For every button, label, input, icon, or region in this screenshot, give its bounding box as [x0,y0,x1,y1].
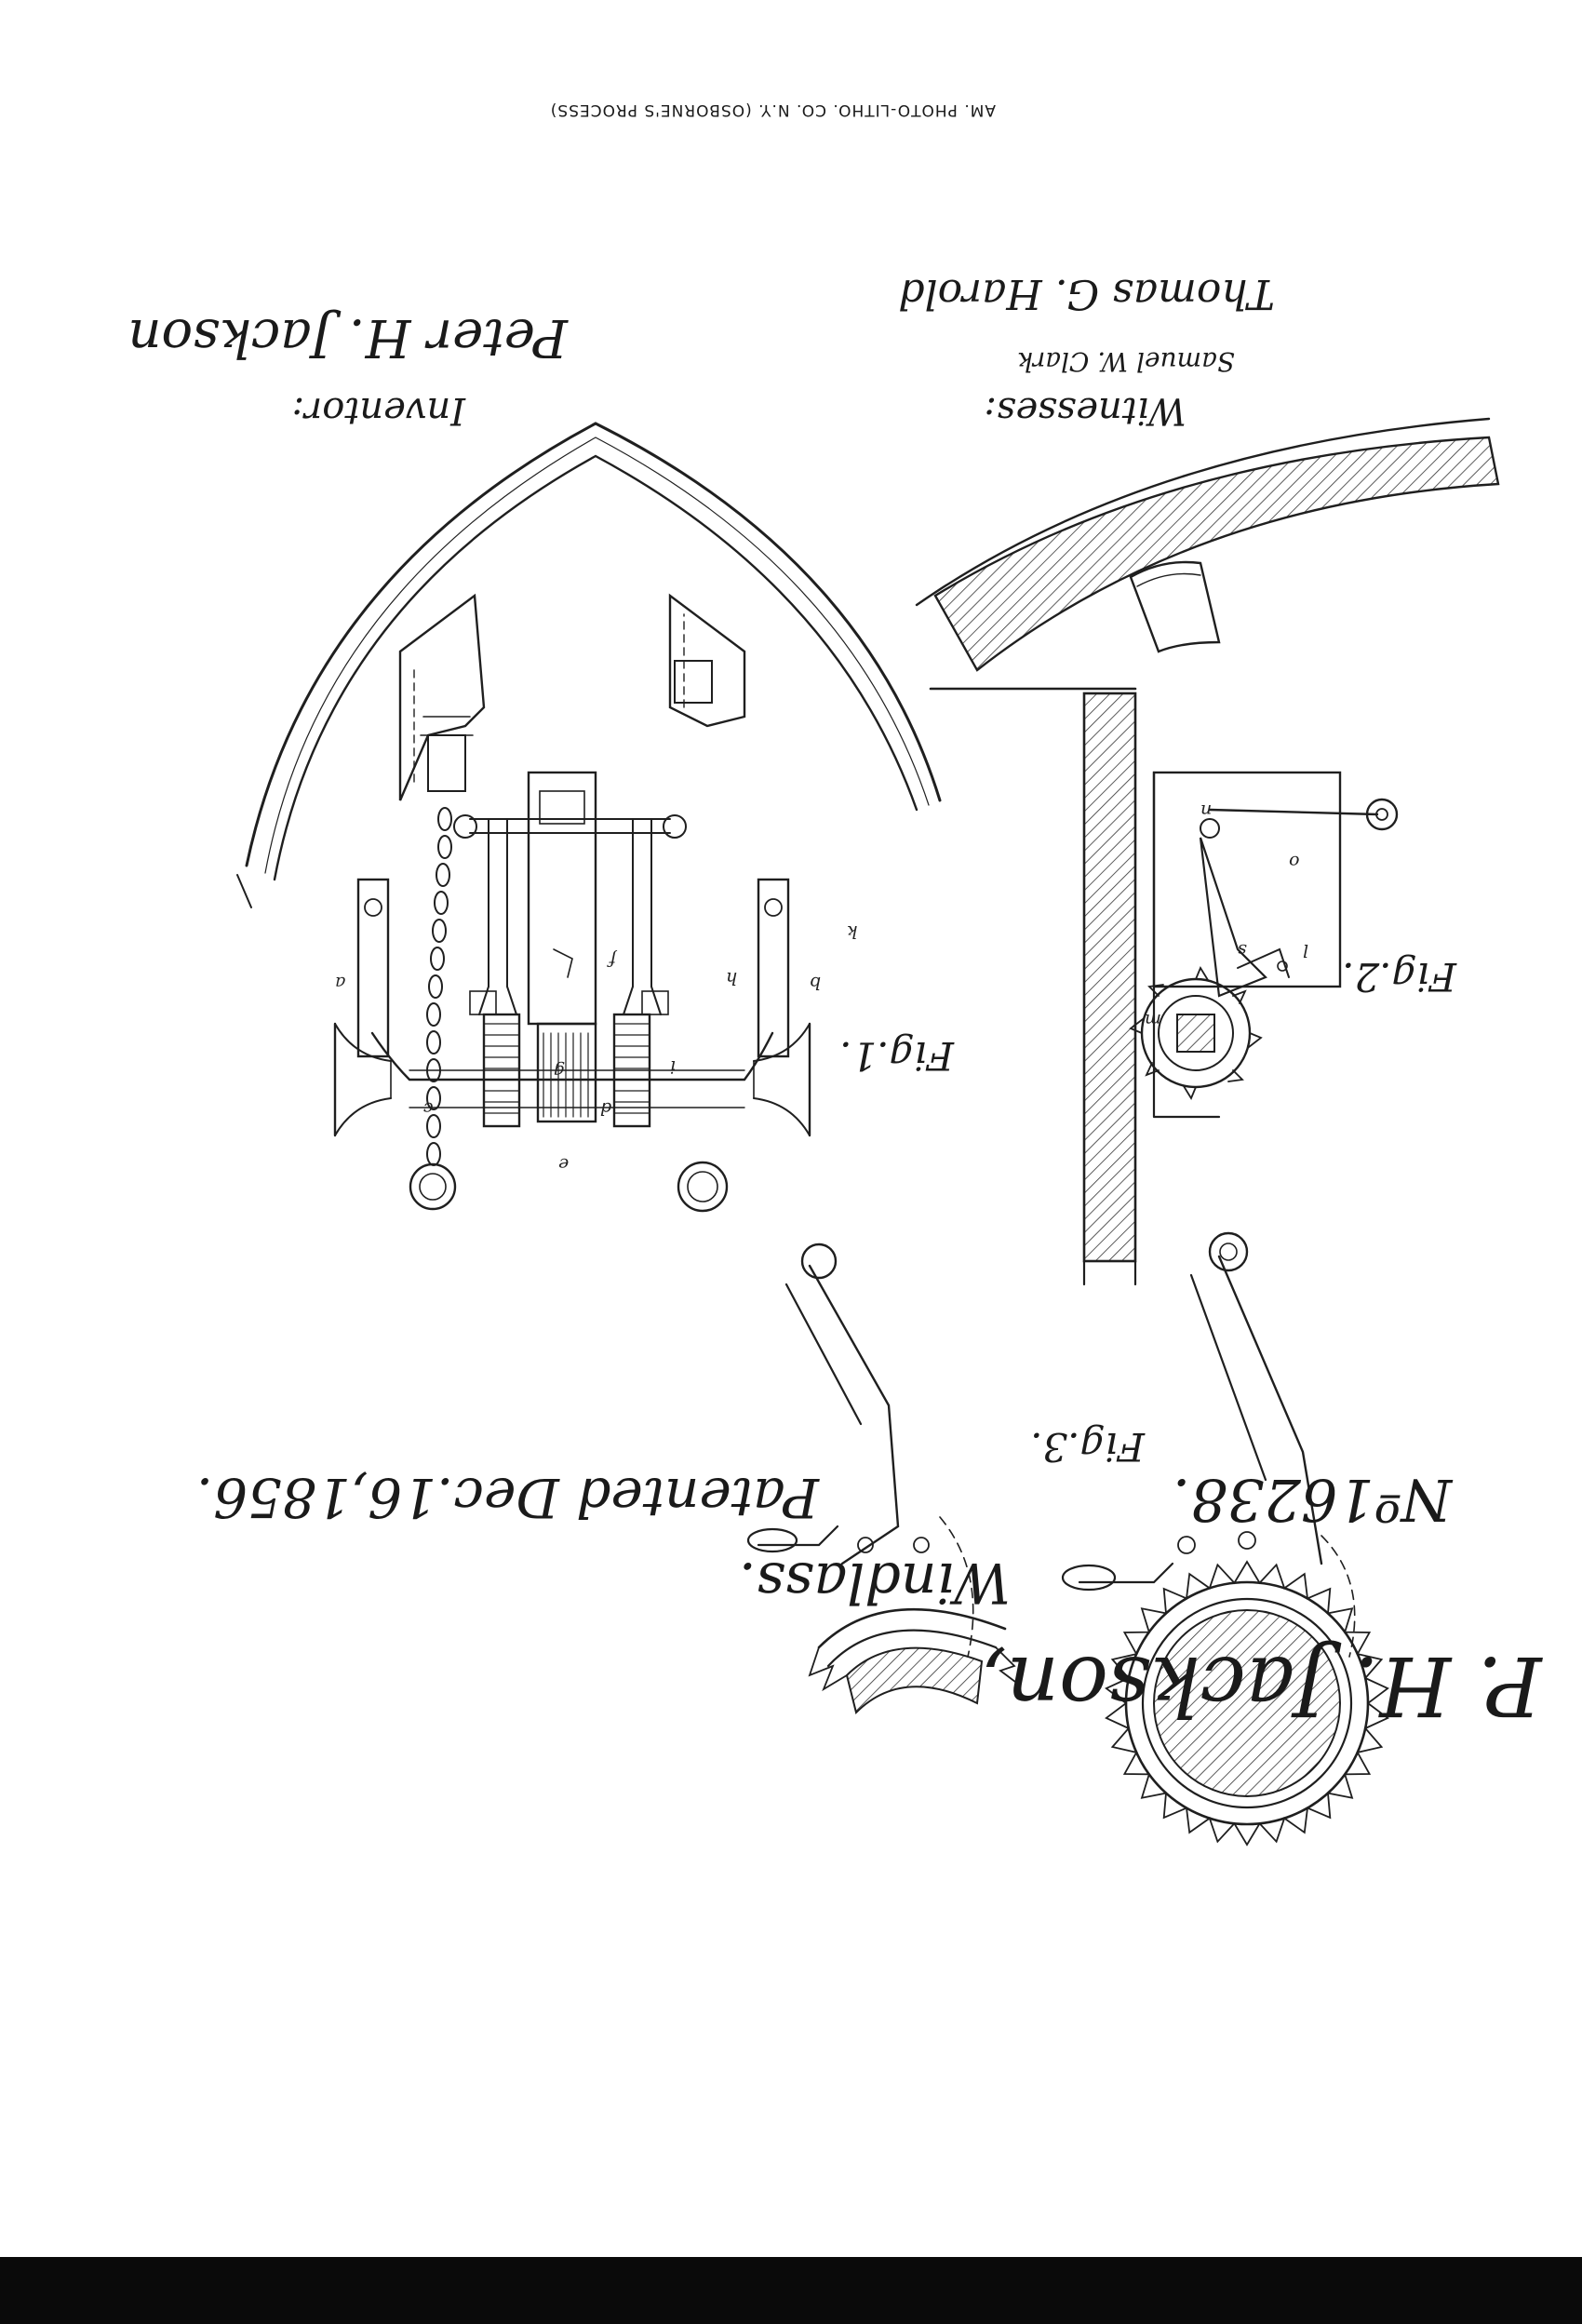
invention-subject: Windlass. [738,1550,1012,1615]
figure-2-section-view [915,417,1500,1286]
reference-letter: d [600,1098,612,1119]
witnesses-label: Witnesses: [984,389,1186,432]
figure-3-label: Fig.3. [1030,1424,1145,1470]
reference-letter: a [335,973,346,993]
figure-2-label: Fig.2. [1342,954,1456,1000]
ratchet-teeth [1105,1560,1389,1847]
reference-letter: n [1200,800,1213,821]
printer-credit: AM. PHOTO-LITHO. CO. N.Y. (OSBORNE'S PRO… [549,101,996,119]
reference-letter: c [423,1098,434,1119]
reference-letter: l [1303,940,1309,960]
reference-letter: e [558,1154,570,1175]
patent-date: Patented Dec.16,1856. [195,1466,819,1529]
inventor-name: P. H. Jackson, [980,1638,1542,1734]
ratchet-teeth-outline [1105,1560,1389,1847]
reference-letter: i [670,1056,677,1077]
figure-1-label: Fig.1. [839,1033,954,1079]
reference-letter: b [810,973,822,993]
reference-letter: s [1238,940,1247,960]
reference-letter: g [554,1061,566,1081]
patent-number: Nº16238. [1172,1466,1453,1534]
right-margin [1573,0,1582,2257]
inventor-label: Inventor: [291,389,465,432]
reference-letter: h [726,968,738,988]
witness-1-signature: Samuel W. Clark [1017,346,1235,377]
reference-letter: k [847,921,858,942]
reference-letter: o [1289,852,1300,872]
reference-letter: m [1145,1010,1162,1030]
figure-1-plan-view [236,422,942,1213]
witness-2-signature: Thomas G. Harold [898,270,1275,317]
scan-bottom-bar [0,2257,1582,2324]
reference-letter: f [610,949,617,970]
inventor-signature: Peter H. Jackson [127,307,568,368]
